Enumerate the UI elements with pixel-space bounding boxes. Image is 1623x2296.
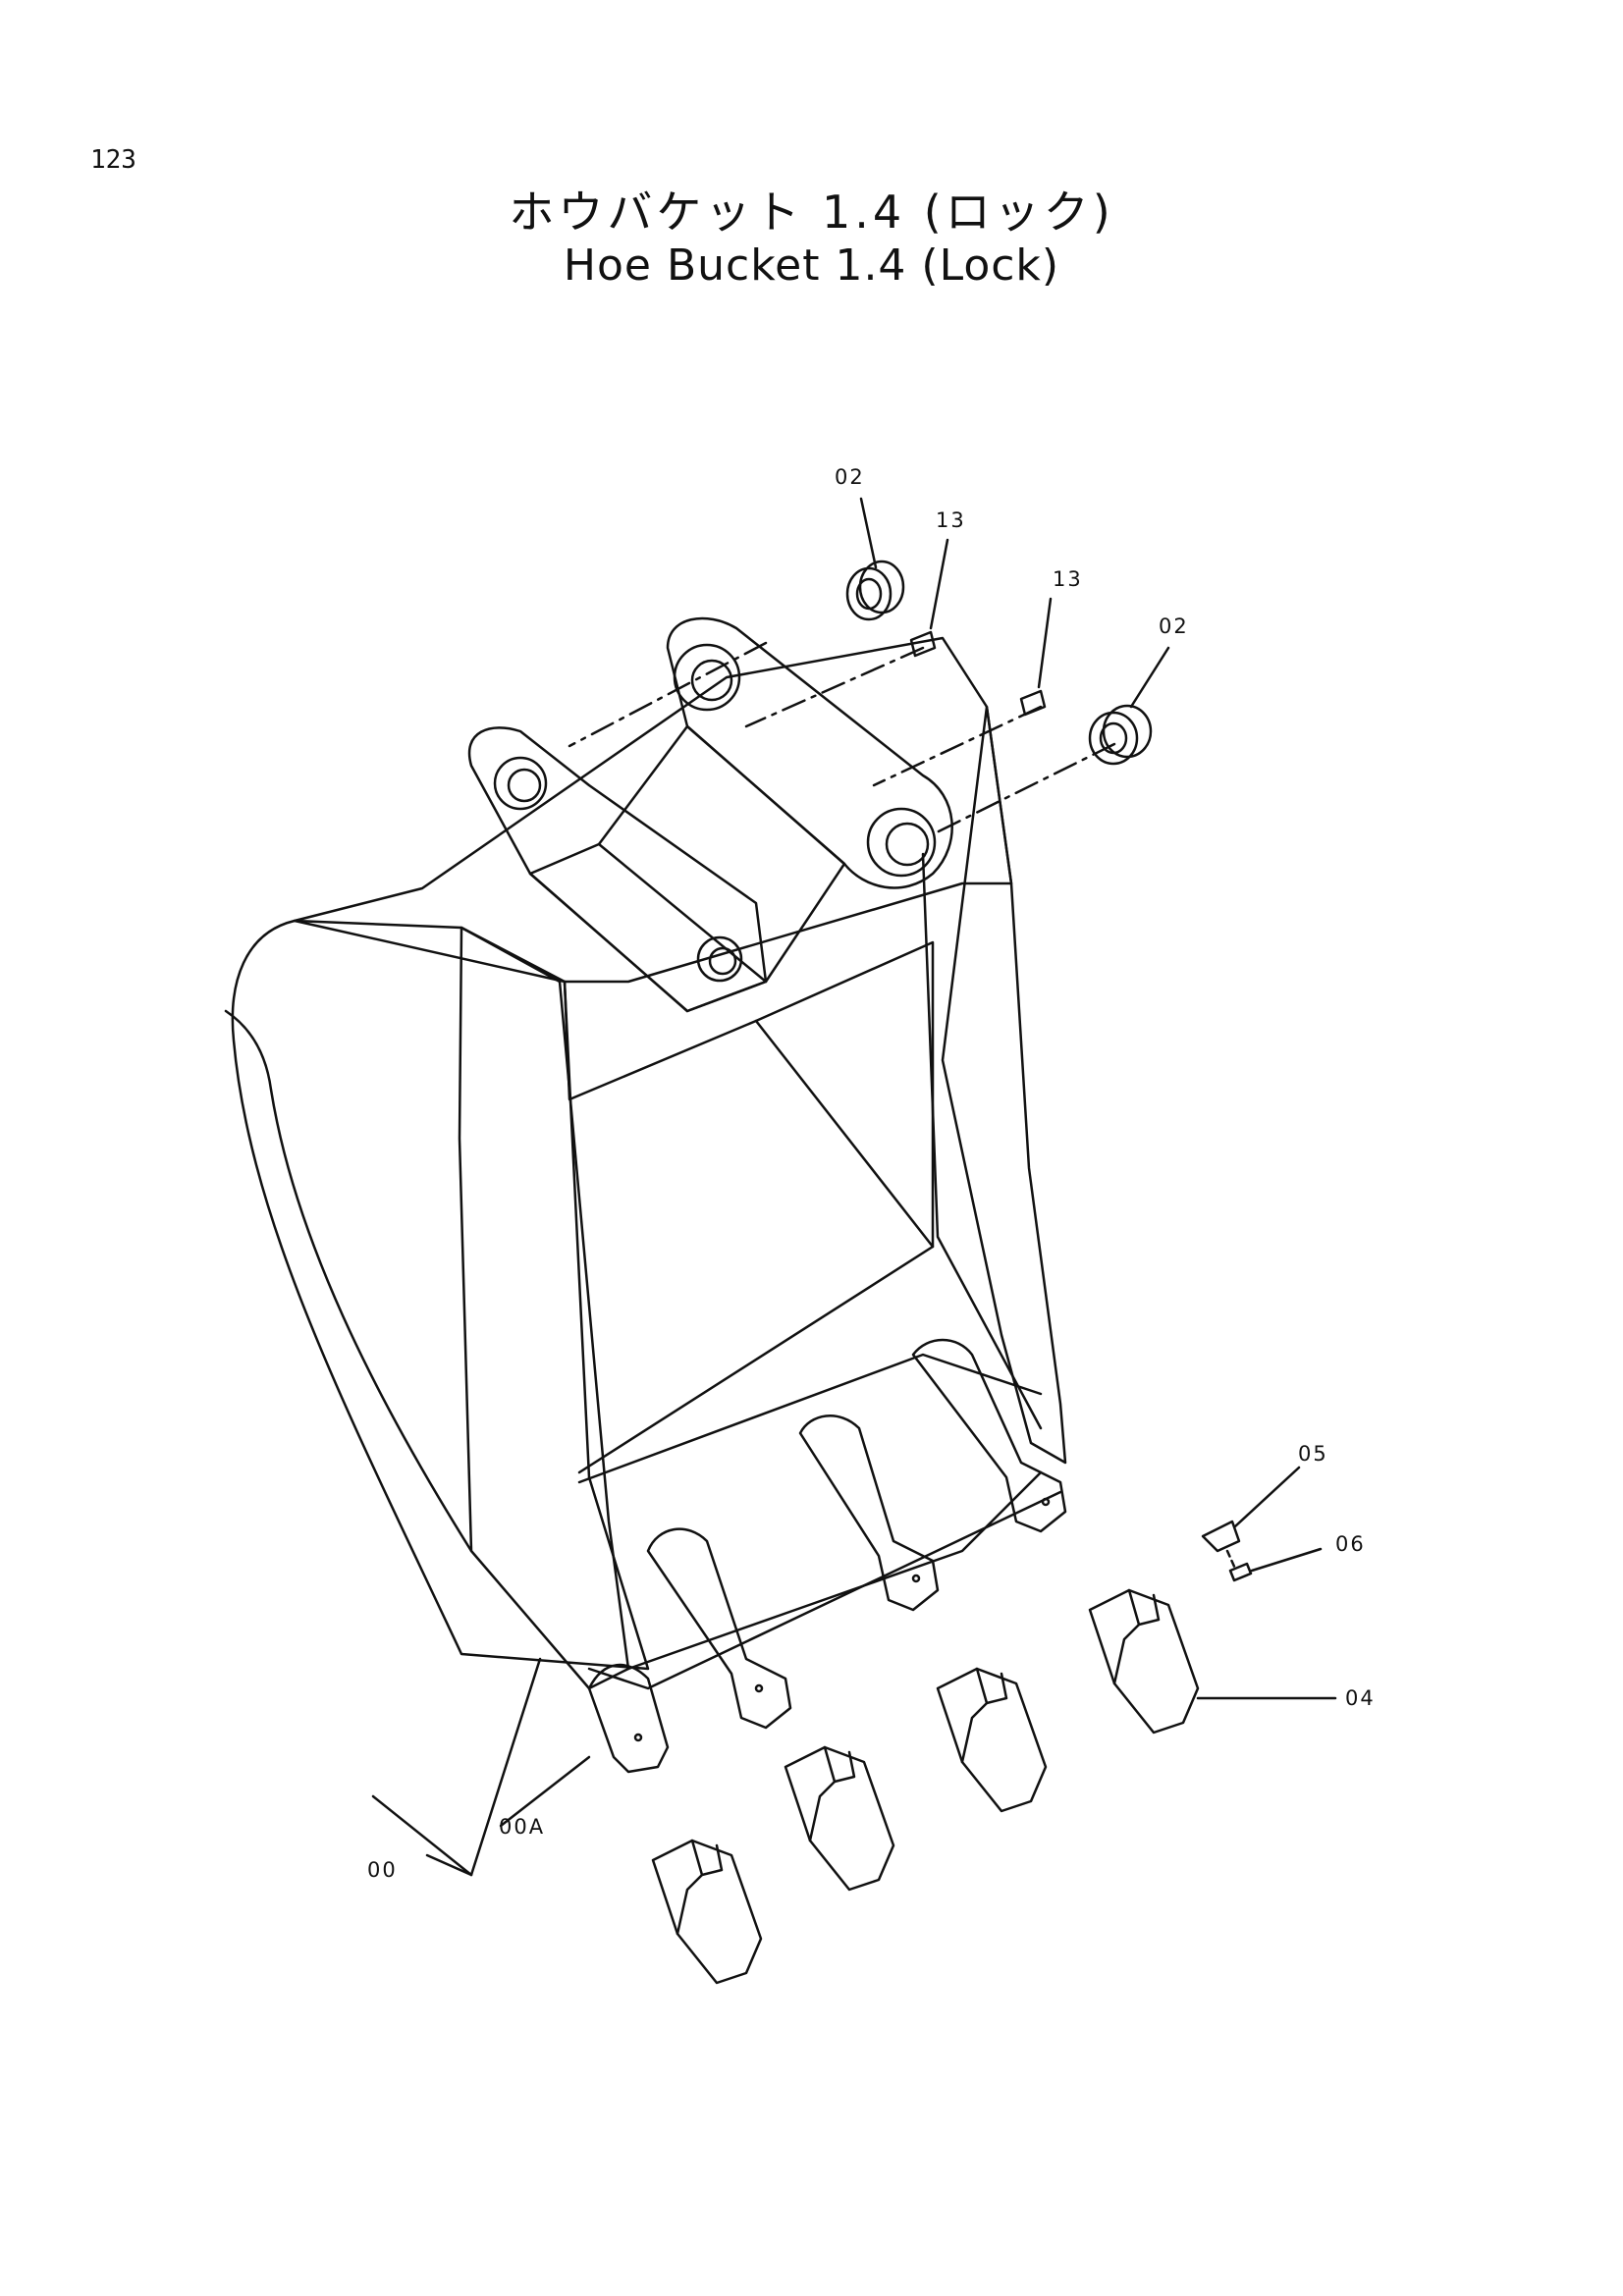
boss-hole-right-top bbox=[673, 643, 741, 712]
boss-hole-right-top-inner bbox=[690, 659, 733, 702]
boss-hole-left-top-inner bbox=[507, 768, 542, 803]
pin-axis-mid-left bbox=[744, 646, 925, 728]
boss-hole-left-top bbox=[493, 756, 548, 811]
bucket-front-plate bbox=[458, 926, 630, 1690]
callout-02-left: 02 bbox=[835, 465, 865, 489]
bucket-side-plate-left bbox=[231, 919, 650, 1671]
title-japanese: ホウバケット 1.4 (ロック) bbox=[509, 186, 1114, 239]
bracket-left bbox=[467, 726, 768, 1013]
leader-00-b bbox=[469, 1657, 542, 1877]
tooth-point-3 bbox=[936, 1667, 1048, 1813]
leader-00-a bbox=[371, 1794, 473, 1877]
callout-13-left: 13 bbox=[936, 508, 966, 532]
leader-02-left bbox=[859, 497, 878, 569]
bucket-bottom-front-edge bbox=[577, 1353, 1043, 1484]
bucket-cutting-edge-lower bbox=[587, 1490, 1062, 1690]
lock-axis bbox=[1225, 1549, 1237, 1571]
leader-02-right bbox=[1129, 646, 1170, 709]
boss-hole-left-bottom-inner bbox=[708, 946, 737, 976]
bucket-cavity-back-edge bbox=[563, 940, 935, 1474]
leader-13-right bbox=[1037, 597, 1053, 689]
boss-hole-right-bottom-inner bbox=[885, 822, 930, 867]
leader-06 bbox=[1250, 1547, 1323, 1573]
tooth-2 bbox=[646, 1527, 792, 1730]
callout-02-right: 02 bbox=[1159, 614, 1189, 638]
tooth-point-1 bbox=[651, 1839, 763, 1985]
callout-06: 06 bbox=[1335, 1532, 1366, 1556]
bushing-right bbox=[1088, 704, 1153, 766]
boss-hole-right-bottom bbox=[866, 807, 937, 878]
leader-00A bbox=[499, 1755, 591, 1828]
tooth-point-2 bbox=[784, 1745, 895, 1892]
tooth-1 bbox=[587, 1663, 670, 1774]
pin-axis-top bbox=[568, 641, 768, 748]
bucket-side-plate-right bbox=[941, 705, 1067, 1465]
callout-00: 00 bbox=[367, 1858, 398, 1882]
page-number: 123 bbox=[90, 145, 136, 175]
pin-left-shape bbox=[909, 630, 937, 658]
callout-13-right: 13 bbox=[1053, 567, 1083, 591]
bucket-cutting-edge bbox=[626, 1470, 1043, 1671]
boss-hole-left-bottom bbox=[696, 935, 743, 983]
pin-right-shape bbox=[1019, 689, 1047, 717]
tooth-3 bbox=[798, 1415, 940, 1612]
leader-13-left bbox=[929, 538, 949, 630]
pin-axis-bottom bbox=[931, 742, 1116, 836]
bucket-center-block-top bbox=[597, 724, 846, 984]
pin-axis-mid-right bbox=[872, 705, 1043, 787]
tooth-4 bbox=[911, 1338, 1067, 1533]
leader-05 bbox=[1233, 1466, 1301, 1528]
callout-00A: 00A bbox=[499, 1815, 545, 1839]
lock-shape bbox=[1201, 1520, 1241, 1553]
bucket-side-plate-right-inner bbox=[921, 852, 1043, 1430]
callout-04: 04 bbox=[1345, 1686, 1376, 1710]
bushing-left bbox=[845, 560, 905, 621]
bucket-cavity-diagonal bbox=[754, 1019, 935, 1249]
callout-05: 05 bbox=[1298, 1442, 1328, 1466]
title-english: Hoe Bucket 1.4 (Lock) bbox=[563, 240, 1060, 291]
tooth-point-4 bbox=[1088, 1588, 1200, 1735]
leader-00-c bbox=[425, 1853, 473, 1877]
bucket-side-plate-left-inner bbox=[224, 1009, 473, 1553]
bracket-right bbox=[666, 616, 953, 889]
lock-pin-shape bbox=[1228, 1562, 1253, 1582]
